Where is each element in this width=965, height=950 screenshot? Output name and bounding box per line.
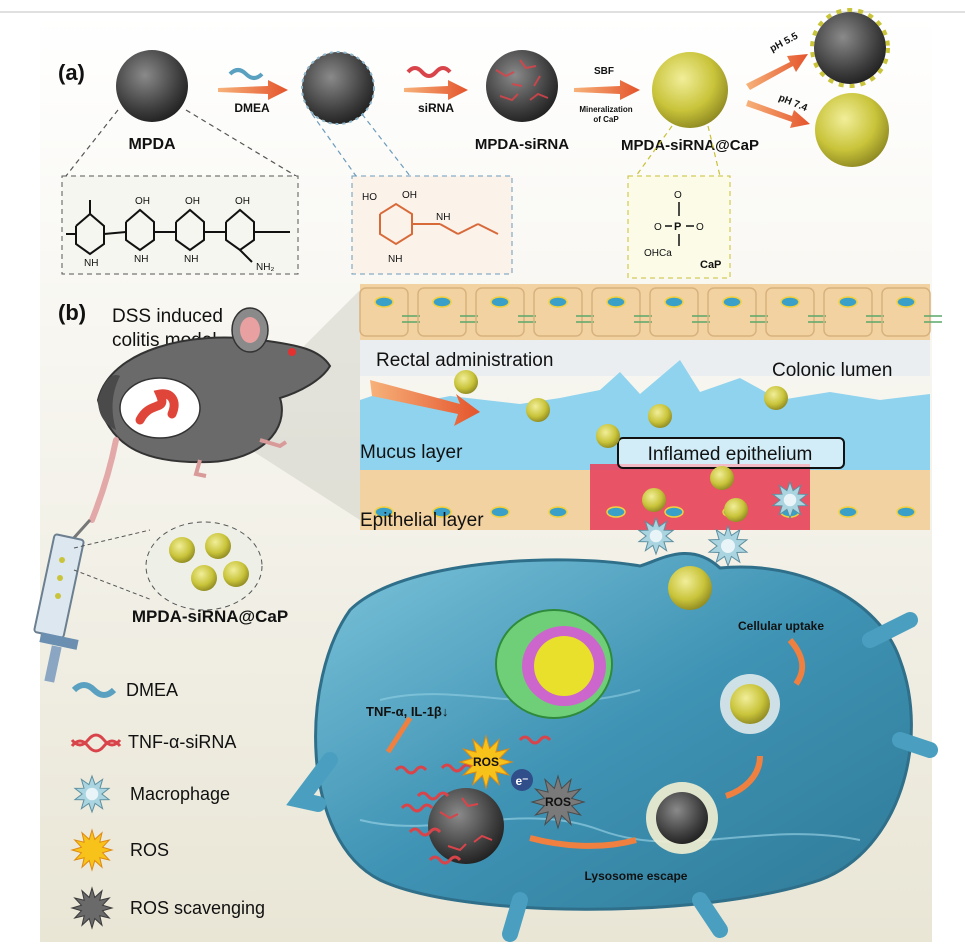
cap-o-top: O [674,190,682,201]
legend: DMEA TNF-α-siRNA Macrophage ROS ROS scav… [70,680,265,930]
sirna-step-label: siRNA [418,101,454,115]
model-label-1: DSS induced [112,306,223,327]
macrophages [637,480,809,568]
arrow-ph-high [746,100,810,128]
cap-particle [652,52,728,128]
cap-particle-label: MPDA-siRNA@CaP [621,137,759,154]
rectal-arrow [370,380,480,426]
legend-label-4: ROS scavenging [130,898,265,918]
syringe [33,518,92,683]
mpda-label: MPDA [128,136,176,153]
macrophage-icon [73,774,111,814]
ros-burst [458,734,514,790]
tissue-particles [454,370,788,522]
chem-oh-2: OH [185,196,200,207]
arrow-ph-low [746,54,808,90]
ros-scavenging-burst [530,774,586,830]
ros-icon [70,828,114,872]
sirna-icon [70,739,122,753]
released-particle [814,12,886,84]
cap-p: P [674,221,681,233]
intact-particle [815,93,889,167]
cap-ohca: OHCa [644,248,672,259]
syringe-label: MPDA-siRNA@CaP [132,607,288,626]
dmea-structure [379,202,499,246]
dmea-oh: OH [402,190,417,201]
sbf-label: SBF [594,66,614,77]
escape-arrow [529,835,637,849]
ros-scavenged-label: ROS [545,795,571,809]
mineralization-label-1: Mineralization [579,105,632,114]
arrow-sbf [574,80,640,100]
panel-a-label: (a) [58,60,85,85]
cap-structure-box [627,175,731,279]
free-sirna [394,735,552,865]
lysosome-arrow [724,755,763,799]
legend-label-3: ROS [130,840,169,860]
rectal-label: Rectal administration [376,350,553,371]
panel-b-label: (b) [58,300,86,325]
entering-particle [668,566,712,610]
dmea-icon [71,682,117,698]
mpda-sirna-label: MPDA-siRNA [475,136,569,153]
legend-label-0: DMEA [126,680,178,700]
electron-label: e⁻ [515,774,528,788]
legend-label-1: TNF-α-siRNA [128,732,236,752]
dmea-step-label: DMEA [234,101,270,115]
uptake-arrow [787,638,806,686]
inflamed-label: Inflamed epithelium [648,444,813,465]
lumen-label: Colonic lumen [772,360,892,381]
ros-scavenging-icon [70,886,114,930]
dmea-nh-1: NH [436,212,450,223]
mucus-label: Mucus layer [360,442,463,463]
sirna-icon [406,66,452,78]
electron [511,769,533,791]
chem-nh-1: NH [84,258,98,269]
dmea-nh-2: NH [388,254,402,265]
ros-label: ROS [473,755,499,769]
chem-nh-2: NH [134,254,148,265]
cap-structure [665,202,694,246]
cap-o-right: O [696,222,704,233]
arrow-dmea [218,80,288,100]
tissue-macrophage [637,516,675,556]
nucleus [495,609,613,719]
cap-label: CaP [700,259,721,271]
mineralization-label-2: of CaP [593,115,619,124]
mouse-illustration [89,307,332,523]
chem-oh-3: OH [235,196,250,207]
lysosome-label: Lysosome escape [585,869,688,883]
dmea-ho: HO [362,192,377,203]
mpda-dmea-particle [302,52,374,124]
mpda-particle [116,50,188,122]
uptake-label: Cellular uptake [738,619,824,633]
tissue-macrophage [771,480,809,520]
inflamed-box [617,437,845,469]
chem-oh-1: OH [135,196,150,207]
dmea-icon [228,68,264,80]
chem-nh-3: NH [184,254,198,265]
epithelial-label: Epithelial layer [360,510,484,531]
legend-label-2: Macrophage [130,784,230,804]
chem-nh2: NH₂ [256,262,274,273]
mpda-structure [66,200,290,263]
arrow-sirna [404,80,468,100]
cap-o-left: O [654,222,662,233]
tnf-label: TNF-α, IL-1β↓ [366,704,448,719]
tnf-arrow [385,716,413,754]
cytoplasm-particle [428,788,504,864]
